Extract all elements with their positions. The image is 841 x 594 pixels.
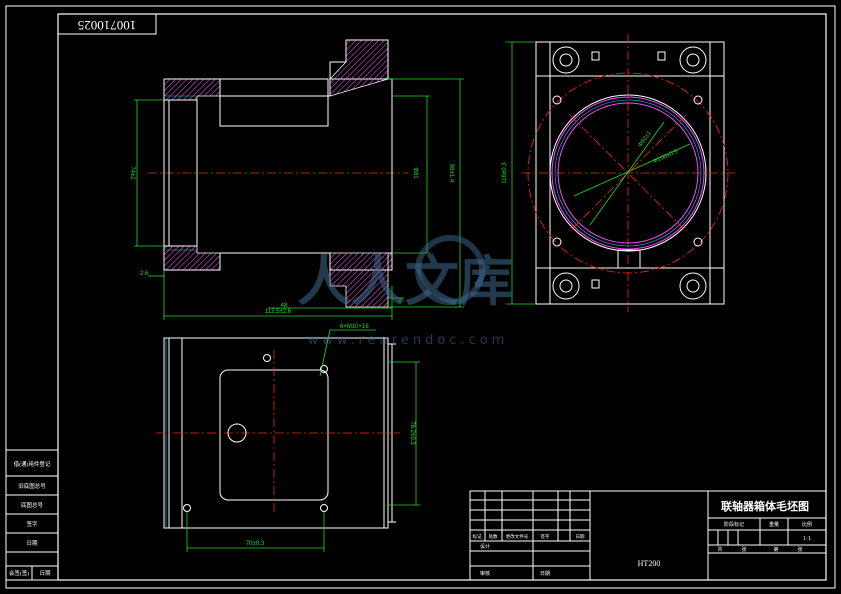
label-total: 共: [717, 546, 722, 553]
label-no: 第: [773, 546, 778, 553]
left-row-5: 日期: [26, 540, 38, 547]
rev-mark: 标记: [473, 533, 482, 540]
label-weight: 重量: [769, 521, 779, 528]
dim-bolt-circle: Φ100±0.5: [652, 149, 679, 166]
dim-bottom-height: 76.2±0.3: [409, 421, 415, 445]
dim-left-height: 74±2: [129, 166, 135, 180]
left-registration-table: 借(通)用件登记 旧底图总号 底图总号 签字 日期 会签(签) 日期: [5, 449, 59, 581]
left-row-4: 签字: [26, 520, 38, 528]
label-sheets-2: 张: [797, 546, 802, 553]
bottom-view: 6×M10×16 76.2±0.3 70±0.3: [156, 324, 420, 552]
label-design: 设计: [480, 543, 490, 550]
left-row-1: 借(通)用件登记: [14, 460, 51, 468]
label-date: 日期: [540, 571, 550, 577]
label-stage: 阶段标记: [724, 521, 744, 528]
left-row-3: 底图总号: [21, 501, 44, 509]
rev-date: 日期: [576, 534, 585, 540]
drawing-title: 联轴器箱体毛坯图: [721, 499, 809, 513]
dim-length: 112.5±2.6: [265, 309, 292, 315]
left-row-2: 旧底图总号: [18, 482, 46, 490]
dim-wall: 2.6: [140, 271, 149, 277]
dim-hole-note: 6×M10×16: [340, 324, 369, 330]
dim-step: 2: [398, 298, 402, 304]
dim-bore: Φ81: [412, 167, 418, 179]
watermark: 人人文库 www.renrendoc.com: [297, 235, 513, 348]
dim-end-height: 116±0.3: [502, 162, 508, 184]
label-sheets-1: 张: [741, 546, 746, 553]
left-footer-2: 日期: [39, 570, 51, 577]
rev-file: 更改文件号: [506, 533, 529, 540]
label-scale: 比例: [802, 521, 812, 528]
drawing-number-box: 100710025: [57, 13, 157, 35]
side-section-view: 74±2 Φ81 98±1.4 2.6 112.5±2.6 48 2: [129, 39, 464, 320]
label-review: 审核: [480, 570, 490, 577]
left-footer-1: 会签(签): [9, 569, 29, 577]
dim-bottom-width: 70±0.3: [246, 541, 265, 547]
outer-border: [5, 5, 836, 589]
dim-flange: 48: [281, 303, 288, 309]
watermark-brand: 人人文库: [297, 250, 513, 313]
material: HT200: [638, 559, 661, 568]
dim-end-bore: Φ92±1: [638, 130, 654, 149]
rev-count: 处数: [489, 533, 498, 540]
scale: 1:1: [803, 536, 811, 542]
watermark-url: www.renrendoc.com: [308, 333, 509, 348]
rev-sign: 签字: [541, 533, 550, 539]
dim-right-height: 98±1.4: [448, 164, 454, 183]
title-block: 联轴器箱体毛坯图 HT200 1:1 阶段标记 重量 比例 共 张 第 张 标记…: [469, 490, 827, 581]
end-view: 116±0.3 Φ100±0.5 Φ92±1: [502, 34, 736, 312]
inner-border: [57, 13, 827, 581]
drawing-number: 100710025: [78, 18, 137, 33]
